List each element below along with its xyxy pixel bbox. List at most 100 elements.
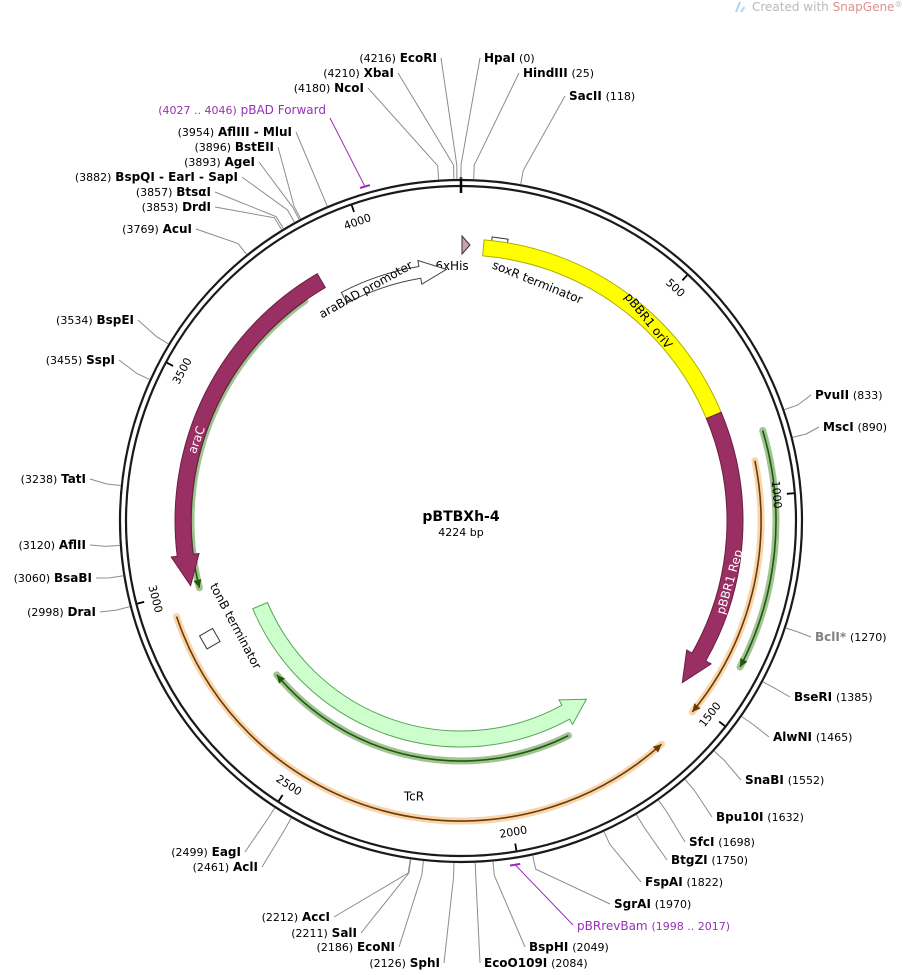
site-bsteii: (3896) BstEII [194, 140, 302, 220]
site-name: BspQI - EarI - SapI [115, 170, 238, 184]
feature-pbbr1-rep [681, 411, 744, 684]
site-leader-line [360, 859, 412, 934]
site-name: AclI [233, 860, 258, 874]
site-label: PvuII (833) [815, 388, 883, 402]
site-label: (3853) DrdI [142, 200, 211, 214]
plasmid-name: pBTBXh-4 [422, 509, 499, 525]
site-msci: MscI (890) [792, 420, 887, 438]
site-leader-line [261, 817, 292, 868]
site-position: (3120) [18, 539, 55, 552]
tick-label: 2000 [498, 823, 528, 840]
site-position: (3896) [194, 141, 231, 154]
site-label: HindIII (25) [523, 66, 594, 80]
primer-arc [509, 862, 521, 867]
site-label: BspHI (2049) [529, 940, 609, 954]
tick-mark [786, 492, 794, 495]
site-name: SnaBI [745, 773, 784, 787]
site-sphi: (2126) SphI [369, 862, 455, 970]
site-name: BspHI [529, 940, 568, 954]
orf-arrow [688, 457, 765, 716]
site-position: (2998) [27, 606, 64, 619]
site-bspqi-eari-sapi: (3882) BspQI - EarI - SapI [75, 170, 295, 223]
site-name: AlwNI [773, 730, 812, 744]
tick-mark [681, 274, 688, 281]
site-label: Bpu10I (1632) [716, 810, 804, 824]
site-eagi: (2499) EagI [171, 807, 276, 859]
site-leader-line [443, 862, 455, 964]
site-position: (4180) [294, 82, 331, 95]
site-leader-line [118, 359, 150, 380]
site-pvuii: PvuII (833) [784, 388, 883, 411]
site-leader-line [99, 606, 131, 613]
tick-label: 1000 [769, 480, 784, 509]
site-position: (1465) [816, 731, 853, 744]
site-label: HpaI (0) [484, 51, 535, 65]
site-position: (0) [519, 52, 535, 65]
site-position: (3455) [46, 354, 83, 367]
site-label: (3896) BstEII [194, 140, 274, 154]
brand-logo: Created with SnapGene® [735, 0, 902, 14]
site-name: AflII [59, 538, 86, 552]
site-position: (3954) [178, 126, 215, 139]
site-name: SfcI [689, 835, 714, 849]
site-name: NcoI [334, 81, 364, 95]
tick-label: 3500 [170, 356, 195, 387]
feature-label-pbbr1-rep: pBBR1 Rep [714, 548, 746, 616]
site-name: EagI [212, 845, 241, 859]
site-name: DrdI [182, 200, 211, 214]
site-leader-line [277, 146, 302, 220]
feature-shape [681, 411, 744, 684]
site-position: (3238) [21, 473, 58, 486]
site-label: FspAI (1822) [645, 875, 723, 889]
site-label: (3769) AcuI [122, 222, 192, 236]
site-leader-line [635, 814, 668, 861]
site-afliii-mlui: (3954) AflIII - MluI [178, 125, 328, 207]
site-hindiii: HindIII (25) [473, 66, 594, 180]
site-name: BtgZI [671, 853, 708, 867]
orf-arrow [273, 671, 572, 765]
site-label: (3857) BtsαI [136, 185, 211, 199]
site-leader-line [603, 831, 642, 883]
site-name: MscI [823, 420, 854, 434]
site-ecoo109i: EcoO109I (2084) [474, 862, 588, 970]
site-label: BseRI (1385) [794, 690, 873, 704]
site-tati: (3238) TatI [21, 472, 121, 486]
site-leader-line [684, 779, 713, 818]
site-label: (3893) AgeI [184, 155, 255, 169]
site-leader-line [492, 861, 526, 948]
tick-mark [278, 794, 284, 802]
snapgene-logo-icon [735, 2, 745, 12]
site-name: BspEI [96, 313, 134, 327]
site-position: (4216) [359, 52, 396, 65]
site-position: (3534) [56, 314, 93, 327]
site-name: SacII [569, 89, 602, 103]
site-position: (3853) [142, 201, 179, 214]
primer-leader-line [329, 117, 366, 187]
tick-label: 3000 [145, 584, 165, 614]
site-name: EcoNI [357, 940, 395, 954]
site-label: (3534) BspEI [56, 313, 134, 327]
orf-arrow [736, 427, 780, 671]
feature-label-arabad-promoter: araBAD promoter [317, 258, 416, 321]
primer-leader-line [514, 864, 574, 926]
feature-tcr [252, 601, 588, 748]
site-leader-line [241, 176, 295, 223]
site-name: SgrAI [614, 897, 651, 911]
site-leader-line [784, 394, 812, 411]
backbone-layer [118, 177, 804, 864]
feature-arabad-promoter [340, 259, 448, 304]
site-name: FspAI [645, 875, 683, 889]
site-name: HpaI [484, 51, 515, 65]
site-position: (1552) [788, 774, 825, 787]
site-name: AflIII - MluI [218, 125, 292, 139]
tick-mark [514, 843, 518, 851]
site-leader-line [713, 750, 742, 781]
site-position: (1698) [718, 836, 755, 849]
site-label: (2461) AclI [193, 860, 258, 874]
site-name: BtsαI [176, 185, 211, 199]
site-leader-line [520, 95, 566, 185]
site-leader-line [532, 855, 611, 905]
site-leader-line [333, 859, 411, 918]
site-label: (4216) EcoRI [359, 51, 437, 65]
